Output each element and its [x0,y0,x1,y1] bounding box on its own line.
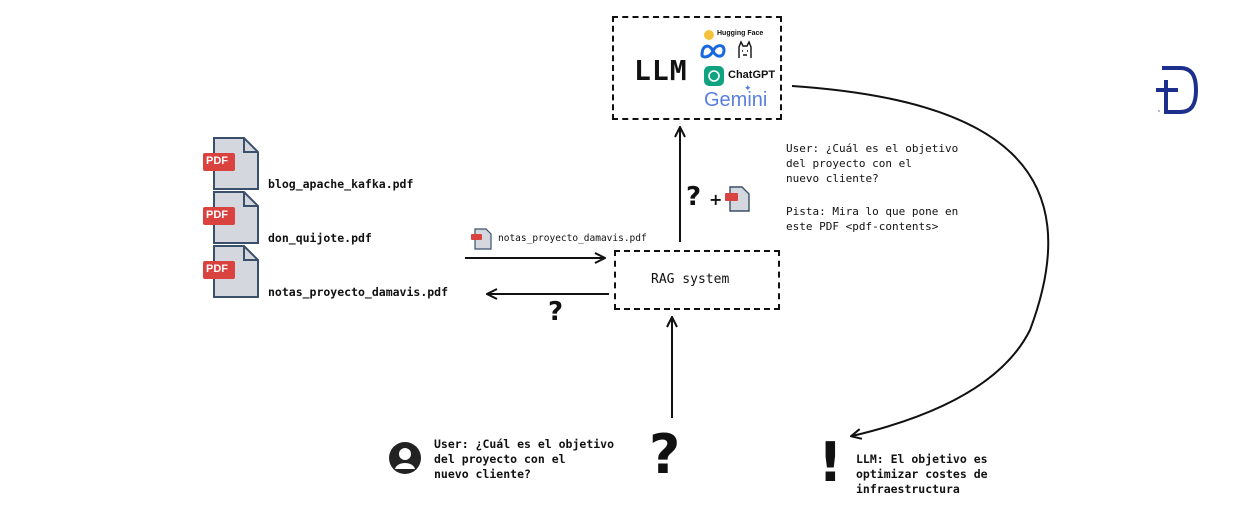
llm-box[interactable] [612,16,782,120]
llama-icon [736,40,754,64]
meta-icon [699,42,727,64]
prompt-hint-2: este PDF <pdf-contents> [786,220,939,233]
user-question-line-1: User: ¿Cuál es el objetivo [434,437,615,451]
prompt-line-1: User: ¿Cuál es el objetivo [786,142,959,155]
question-mark-query: ? [686,182,702,212]
chatgpt-label: ChatGPT [728,69,776,81]
hugging-face-icon [704,30,714,40]
exclamation-icon: ! [818,431,843,494]
chatgpt-icon [704,66,724,86]
user-question-line-2: del proyecto con el [434,452,566,466]
arrow-llm-to-answer [791,85,1050,436]
llm-label: LLM [634,54,688,87]
pdf-badge: PDF [206,155,228,167]
prompt-line-3: nuevo cliente? [786,172,879,185]
user-question-line-3: nuevo cliente? [434,467,531,481]
transfer-pdf-icon [470,228,492,254]
pdf-file-icon [203,245,259,298]
pdf-file-icon [203,137,259,190]
user-avatar-icon [389,442,421,478]
rag-system-label: RAG system [651,272,730,287]
transfer-file-name: notas_proyecto_damavis.pdf [498,233,647,244]
pdf-file-icon [203,191,259,244]
pdf-file-notas[interactable]: PDF [202,245,260,305]
pdf-badge: PDF [206,209,228,221]
attached-pdf-icon [724,186,750,216]
answer-line-3: infraestructura [856,482,960,496]
pdf-file-quijote[interactable]: PDF [202,191,260,251]
pdf-badge: PDF [206,263,228,275]
answer-line-2: optimizar costes de [856,467,988,481]
question-mark-return: ? [548,297,564,327]
brand-logo-icon [1154,66,1200,120]
gemini-label: Gemini [704,89,768,111]
file-name-blog: blog_apache_kafka.pdf [268,177,414,191]
prompt-line-2: del proyecto con el [786,157,912,170]
file-name-notas: notas_proyecto_damavis.pdf [268,285,449,299]
answer-line-1: LLM: El objetivo es [856,452,988,466]
prompt-hint-1: Pista: Mira lo que pone en [786,205,959,218]
rag-system-box[interactable] [614,250,780,310]
pdf-file-blog[interactable]: PDF [202,137,260,197]
gemini-sparkle-icon: ✦ [744,84,752,94]
plus-sign: + [709,190,723,209]
question-mark-user: ? [649,423,681,486]
hugging-face-label: Hugging Face [717,30,764,37]
file-name-quijote: don_quijote.pdf [268,231,372,245]
